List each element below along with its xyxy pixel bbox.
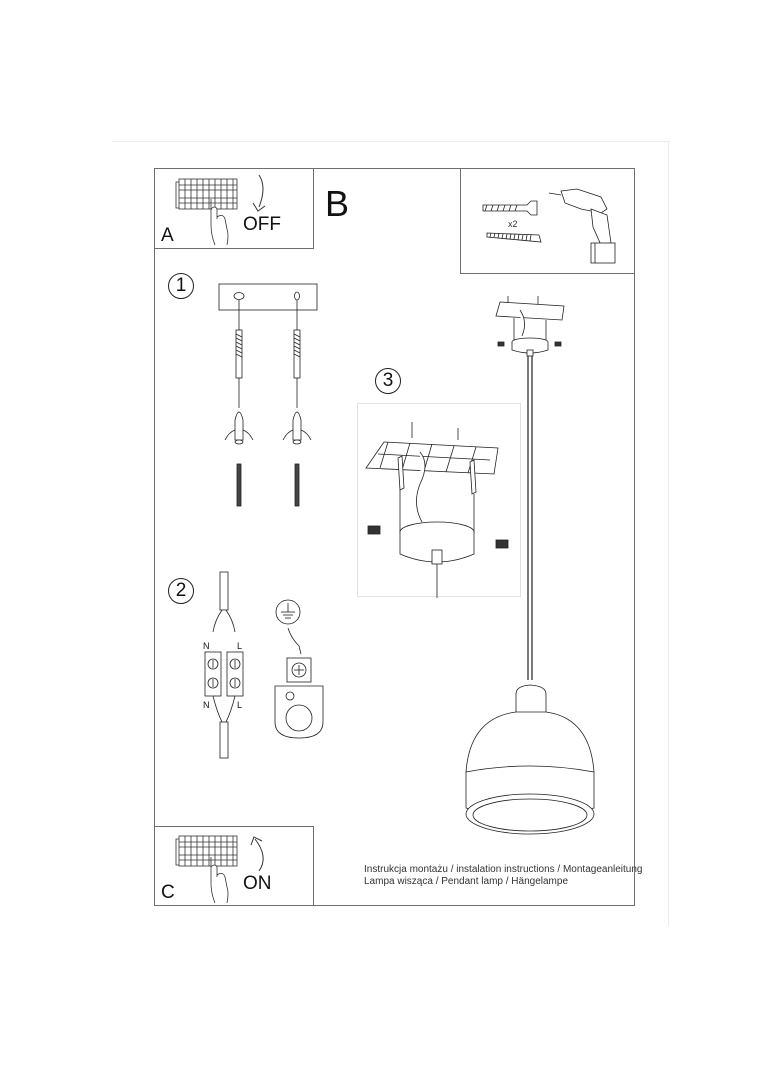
panel-b-letter: B [325,183,350,224]
off-label: OFF [243,214,281,235]
page-edge-top [112,141,670,142]
wiring-terminal-diagram: N L N L [203,571,324,759]
screw-icon [486,232,542,243]
panel-c-letter: C [161,882,175,903]
instructions-title-line: Instrukcja montażu / instalation instruc… [364,864,643,875]
step-2-number: 2 [168,578,194,604]
circuit-breaker-hand-icon [175,174,266,246]
wall-plug-icon [482,200,538,216]
live-label-bottom: L [237,700,242,710]
live-label-top: L [237,641,242,651]
product-type-line: Lampa wisząca / Pendant lamp / Hängelamp… [364,876,569,887]
canopy-assembly-panel [357,403,521,598]
pendant-lamp-assembled-diagram [465,296,595,835]
step-3-number: 3 [375,368,401,394]
mounting-bracket-screws-diagram [218,283,318,507]
panel-a-power-off: A OFF [154,168,314,249]
canopy-assembly-diagram [365,422,509,598]
quantity-label: x2 [508,219,518,229]
neutral-label-top: N [203,641,210,651]
panel-a-letter: A [161,225,174,246]
arrow-down-curved-icon [258,174,264,208]
drill-icon [548,188,616,264]
arrow-up-curved-icon [254,838,264,872]
on-label: ON [243,873,272,894]
instruction-sheet-frame [154,168,635,906]
neutral-label-bottom: N [203,700,210,710]
panel-c-power-on: C ON [154,826,314,906]
page-edge-right [668,141,669,926]
step-1-number: 1 [168,273,194,299]
required-tools-panel: x2 [460,168,635,274]
circuit-breaker-hand-icon [175,835,264,904]
